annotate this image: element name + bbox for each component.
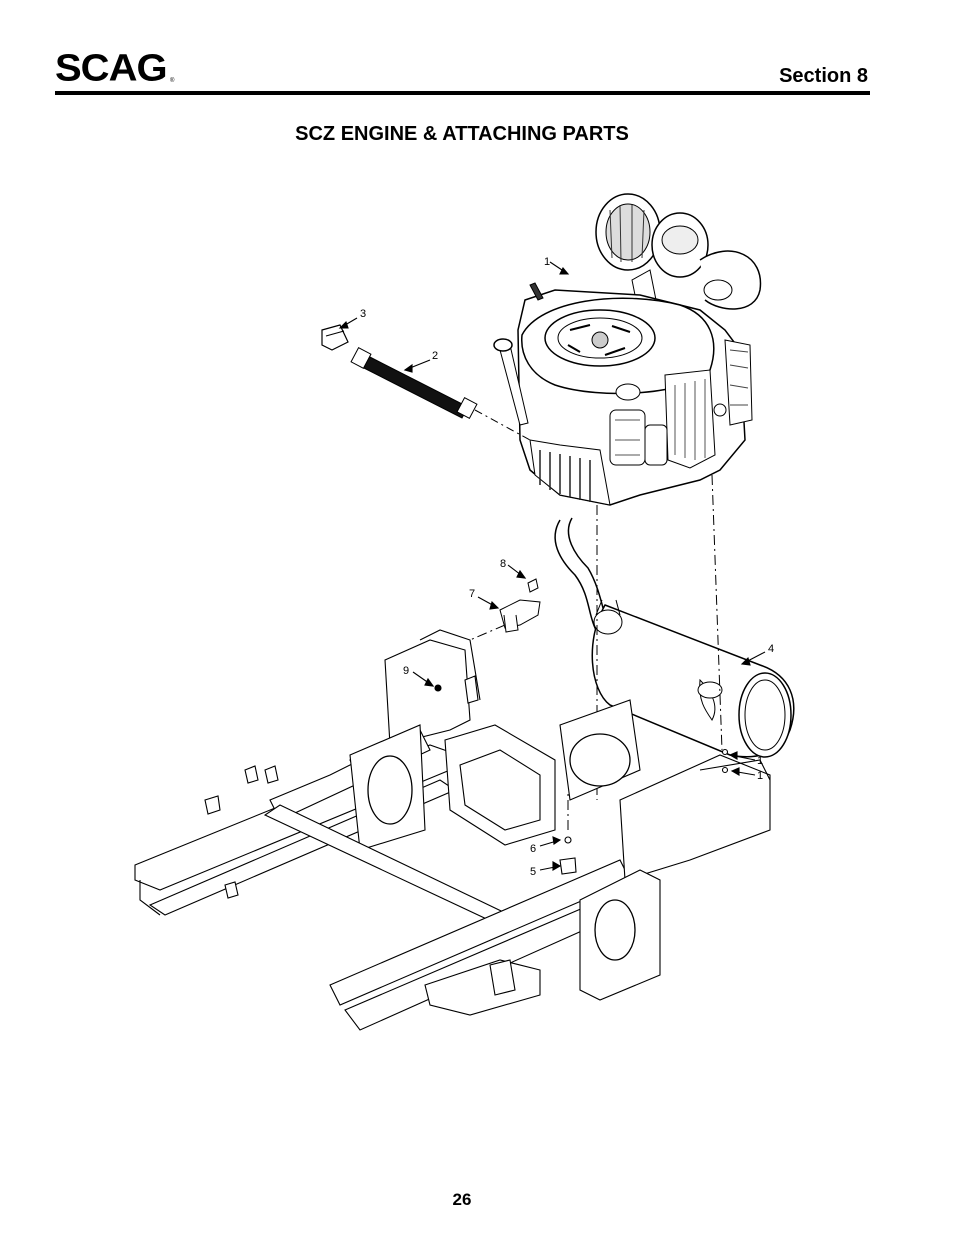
- section-label: Section 8: [779, 65, 868, 87]
- header-rule: [55, 91, 870, 95]
- callout-7: 7: [469, 588, 475, 600]
- callout-3-fitting: 3: [360, 308, 366, 320]
- callout-6: 6: [530, 843, 536, 855]
- scag-logo: SCAG: [55, 47, 168, 89]
- page-number: 26: [452, 1190, 472, 1209]
- engine-drawing: [493, 193, 762, 506]
- callout-2-hose: 2: [432, 350, 438, 362]
- oil-drain-hose-drawing: [321, 324, 531, 441]
- callout-4-muffler: 4: [768, 643, 774, 655]
- callout-1-washer-a: 1: [757, 755, 763, 767]
- callout-leaders: [338, 261, 766, 871]
- callout-9: 9: [403, 665, 409, 677]
- registered-mark: ®: [170, 78, 175, 84]
- muffler-drawing: [554, 517, 795, 758]
- clamp-bracket-drawing: [499, 578, 541, 633]
- mower-frame-drawing: [134, 629, 771, 1031]
- callout-1-washer-b: 1: [757, 770, 763, 782]
- callout-5: 5: [530, 866, 536, 878]
- callout-1-engine: 1: [544, 256, 550, 268]
- callout-8: 8: [500, 558, 506, 570]
- page-title: SCZ ENGINE & ATTACHING PARTS: [295, 123, 629, 145]
